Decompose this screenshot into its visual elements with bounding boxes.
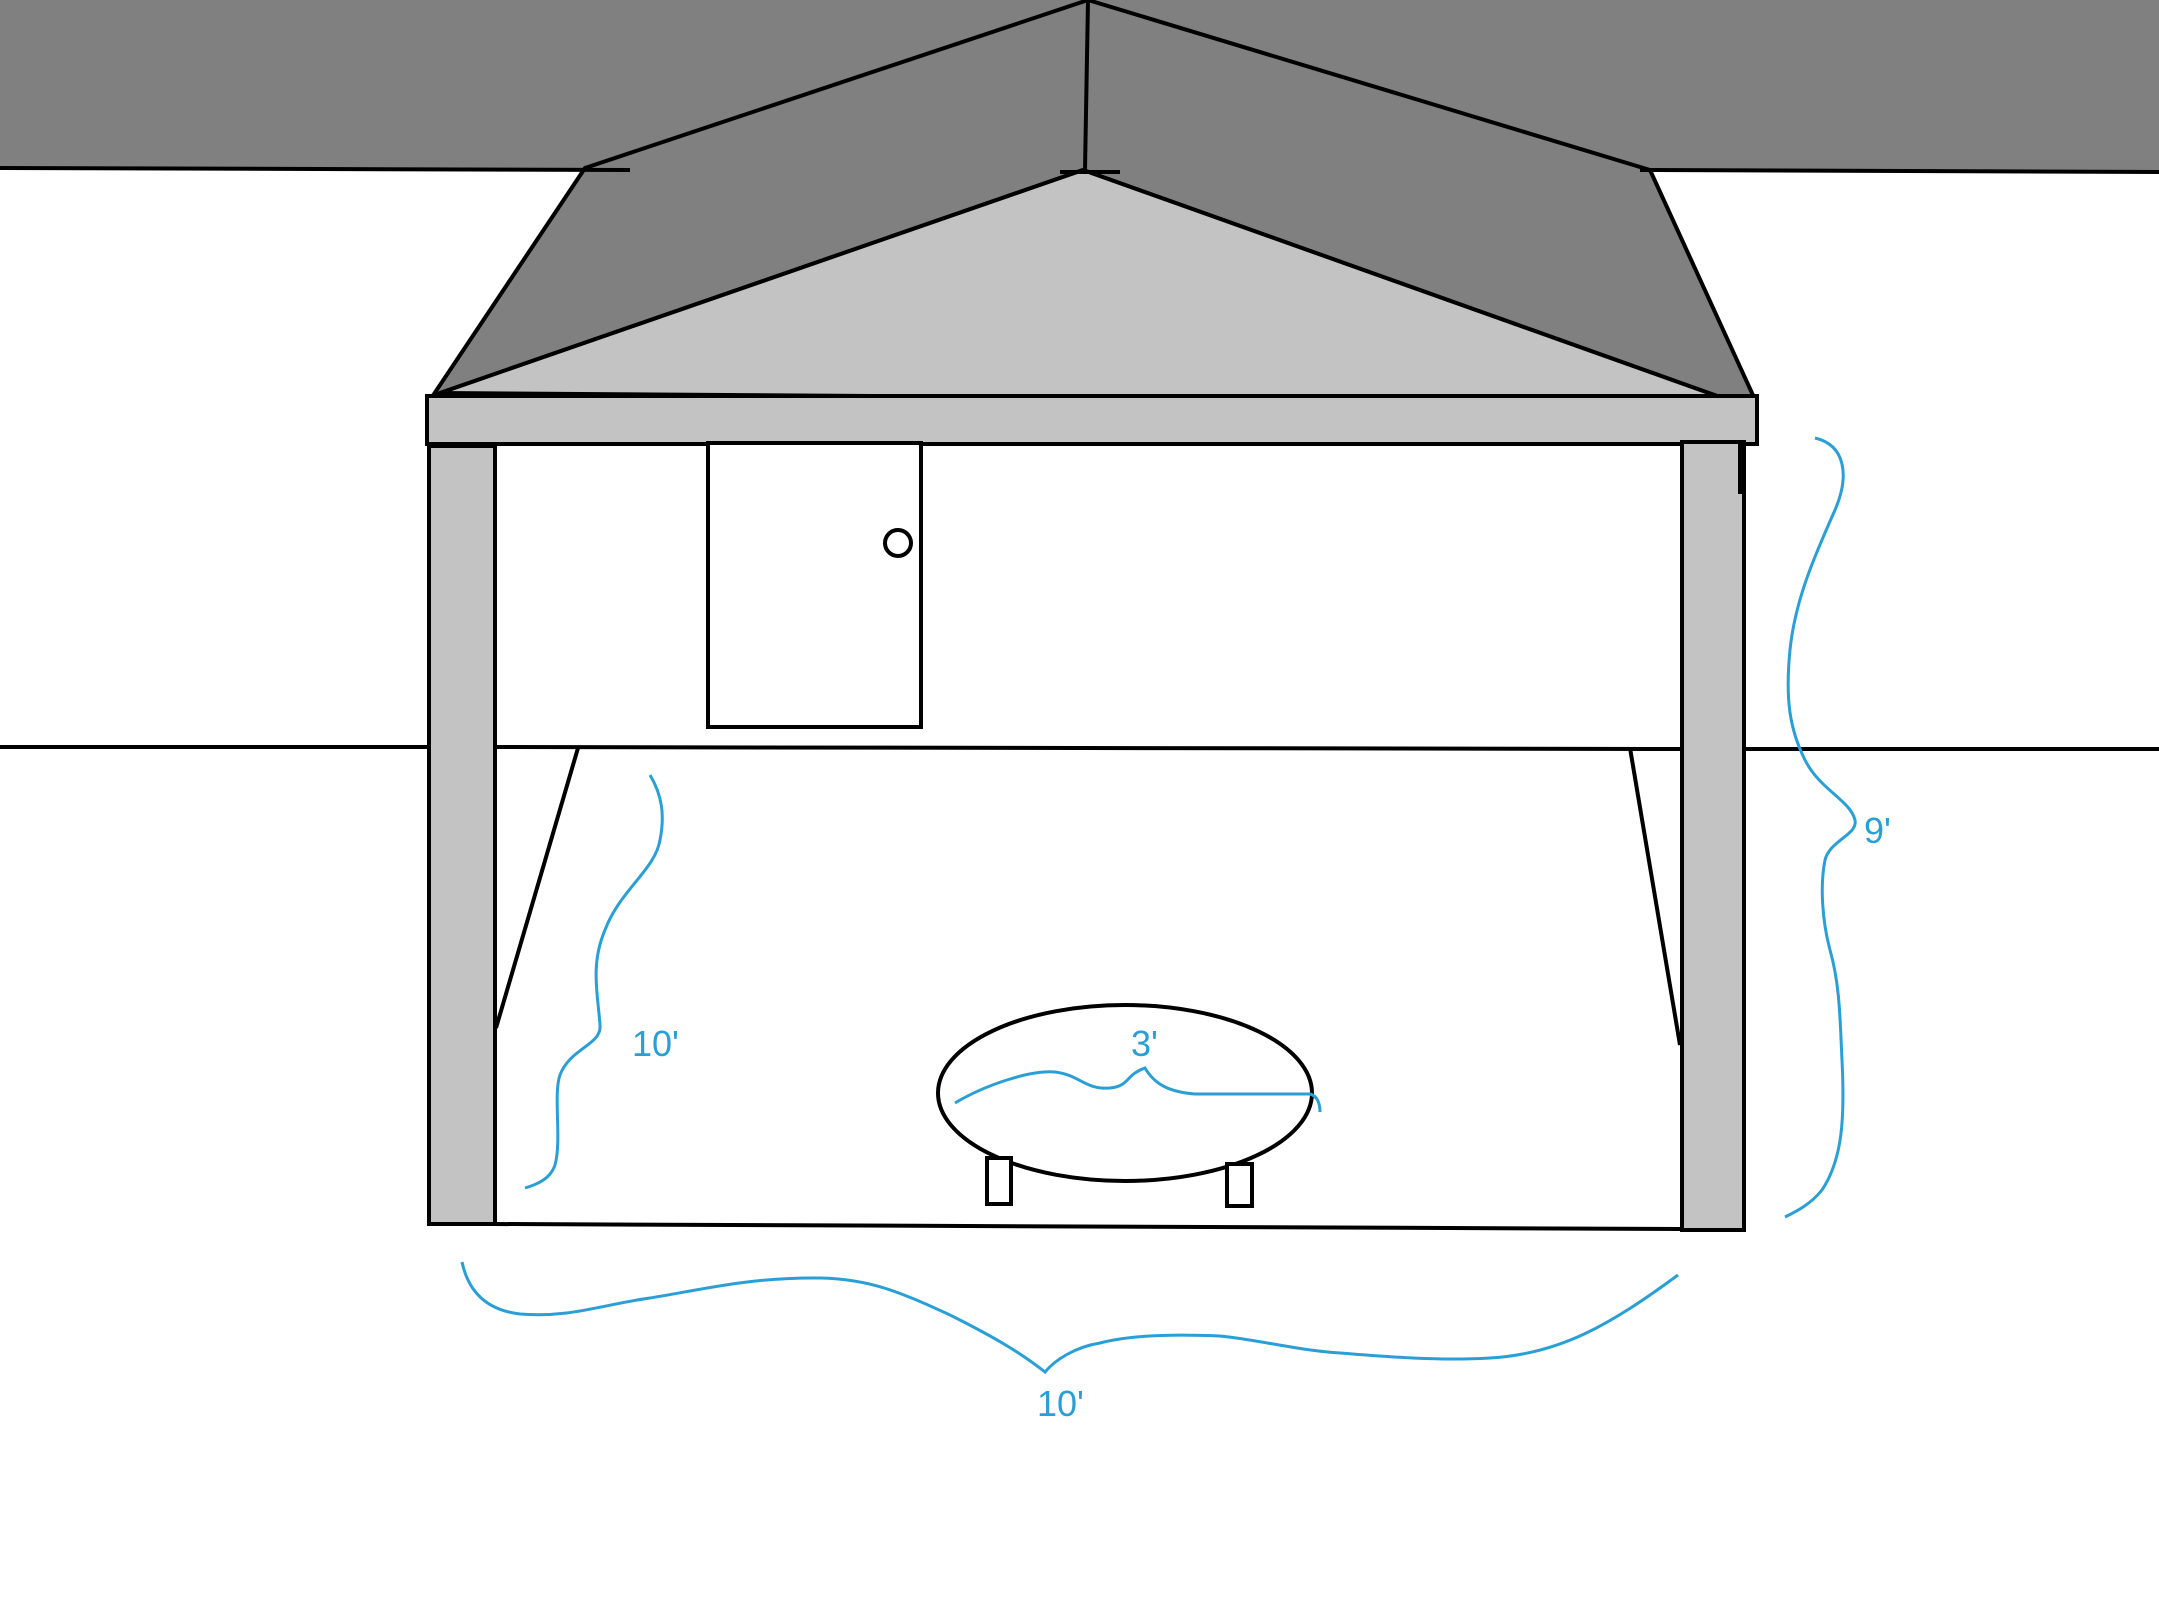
ceiling-edge-right — [1639, 168, 2159, 174]
horizon-back — [493, 745, 1683, 751]
roof-ridge — [1083, 0, 1090, 171]
floor-line — [493, 1222, 1683, 1231]
table-top — [936, 1003, 1314, 1183]
width-label: 10' — [1037, 1383, 1084, 1424]
right-post — [1680, 440, 1746, 1232]
top-beam — [425, 394, 1759, 446]
table-leg-left — [985, 1156, 1013, 1206]
height-dimension-brace — [1784, 436, 1857, 1219]
left-post — [427, 444, 497, 1226]
depth-label: 10' — [632, 1023, 679, 1064]
depth-dimension-brace — [524, 774, 664, 1190]
ceiling-band — [0, 0, 2159, 172]
table-leg-right — [1225, 1162, 1254, 1208]
door — [706, 441, 923, 729]
height-label: 9' — [1864, 810, 1891, 851]
left-side-edge — [494, 747, 580, 1029]
ceiling-edge-left — [0, 166, 631, 172]
width-dimension-brace — [460, 1261, 1679, 1375]
table-label: 3' — [1131, 1023, 1158, 1064]
table-dimension-brace — [954, 1066, 1322, 1113]
right-side-edge — [1628, 747, 1682, 1046]
door-knob — [883, 528, 913, 558]
